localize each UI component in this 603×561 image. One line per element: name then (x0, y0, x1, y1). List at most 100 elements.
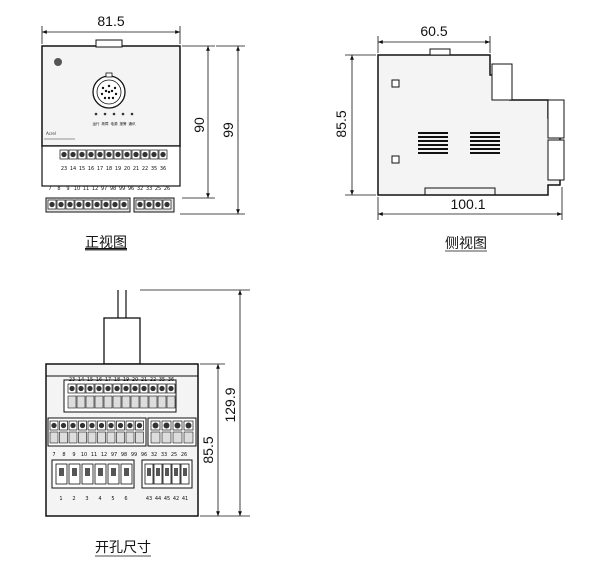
terminal-slot (148, 395, 158, 409)
terminal-slot (85, 395, 95, 409)
terminal-label: 16 (96, 377, 102, 383)
pin-icon (104, 89, 108, 93)
dim-front-total-height: 99 (220, 122, 236, 138)
screw-icon (114, 385, 120, 392)
front-top-tab (95, 39, 123, 48)
screw-icon (115, 151, 121, 158)
terminal-slot (161, 431, 172, 444)
vent-slot (418, 144, 448, 146)
screw-icon (117, 422, 124, 429)
pin-icon (110, 89, 114, 93)
terminal-label: 23 (69, 377, 75, 383)
terminal-label: 25 (155, 186, 161, 192)
led-label: 电源 (111, 121, 118, 126)
terminal-pin (174, 468, 178, 476)
caption-side-view: 侧视图 (445, 236, 487, 252)
screw-icon (51, 422, 57, 429)
terminal-slot (172, 431, 183, 444)
screw-icon (164, 201, 170, 208)
screw-icon (127, 422, 133, 429)
caption-cutout-view: 开孔尺寸 (95, 540, 151, 556)
led-icon (121, 112, 125, 116)
terminal-label: 32 (137, 186, 143, 192)
terminal-pin (183, 468, 187, 476)
terminal-slot (116, 431, 125, 444)
side-indicator-bottom (391, 155, 400, 164)
terminal-label: 1 (59, 496, 62, 502)
terminal-label: 16 (88, 166, 94, 172)
terminal-slot (59, 431, 68, 444)
cutout-dimensions: 85.5 129.9 (140, 289, 250, 517)
dim-cutout-height: 85.5 (200, 436, 216, 463)
led-icon (94, 112, 98, 116)
terminal-label: 32 (151, 452, 157, 458)
terminal-label: 42 (173, 496, 179, 502)
terminal-label: 35 (159, 377, 165, 383)
pin-icon (114, 92, 118, 96)
screw-icon (142, 151, 148, 158)
terminal-label: 33 (146, 186, 152, 192)
screw-icon (168, 385, 174, 392)
terminal-label: 14 (78, 377, 84, 383)
screw-icon (136, 422, 143, 429)
terminal-slot (112, 395, 122, 409)
terminal-slot (103, 395, 113, 409)
led-label: 故障 (102, 121, 109, 126)
screw-icon (98, 422, 105, 429)
terminal-label: 21 (133, 166, 139, 172)
terminal-label: 97 (101, 186, 107, 192)
side-vents (418, 132, 500, 154)
screw-icon (94, 201, 100, 208)
terminal-label: 3 (85, 496, 88, 502)
terminal-pin (156, 468, 160, 476)
vent-slot (418, 148, 448, 150)
screw-icon (67, 201, 73, 208)
pin-icon (111, 96, 115, 100)
dim-side-depth: 60.5 (420, 23, 447, 39)
dim-front-body-height: 90 (191, 117, 207, 133)
terminal-label: 10 (74, 186, 80, 192)
terminal-label: 25 (171, 452, 177, 458)
terminal-label: 17 (105, 377, 111, 383)
terminal-pin (98, 468, 103, 476)
terminal-label: 45 (164, 496, 170, 502)
terminal-slot (166, 395, 176, 409)
screw-icon (49, 201, 55, 208)
terminal-label: 6 (124, 496, 127, 502)
screw-icon (108, 422, 114, 429)
terminal-label: 9 (72, 452, 75, 458)
terminal-label: 9 (66, 186, 69, 192)
screw-icon (70, 151, 76, 158)
screw-icon (160, 151, 166, 158)
round-connector (92, 72, 126, 109)
terminal-slot (76, 395, 86, 409)
terminal-pin (111, 468, 116, 476)
vent-slot (470, 132, 500, 134)
vent-slot (470, 144, 500, 146)
terminal-label: 20 (124, 166, 130, 172)
screw-icon (150, 385, 156, 392)
front-dimensions: 81.5 90 99 (41, 13, 245, 215)
terminal-label: 14 (70, 166, 76, 172)
terminal-label: 26 (164, 186, 170, 192)
screw-icon (185, 422, 192, 429)
terminal-slot (94, 395, 104, 409)
screw-icon (60, 422, 67, 429)
screw-icon (155, 201, 161, 208)
logo-mark (54, 58, 62, 66)
terminal-label: 19 (123, 377, 129, 383)
led-icon (112, 112, 116, 116)
terminal-pin (147, 468, 151, 476)
terminal-label: 23 (61, 166, 67, 172)
pin-icon (100, 92, 104, 96)
brand-text: Acrel (46, 131, 56, 136)
screw-icon (133, 151, 139, 158)
terminal-pin (85, 468, 90, 476)
screw-icon (58, 201, 64, 208)
terminal-pin (124, 468, 129, 476)
screw-icon (103, 201, 109, 208)
screw-icon (79, 151, 85, 158)
terminal-label: 36 (160, 166, 166, 172)
side-rear-terminal-mid (547, 99, 565, 139)
